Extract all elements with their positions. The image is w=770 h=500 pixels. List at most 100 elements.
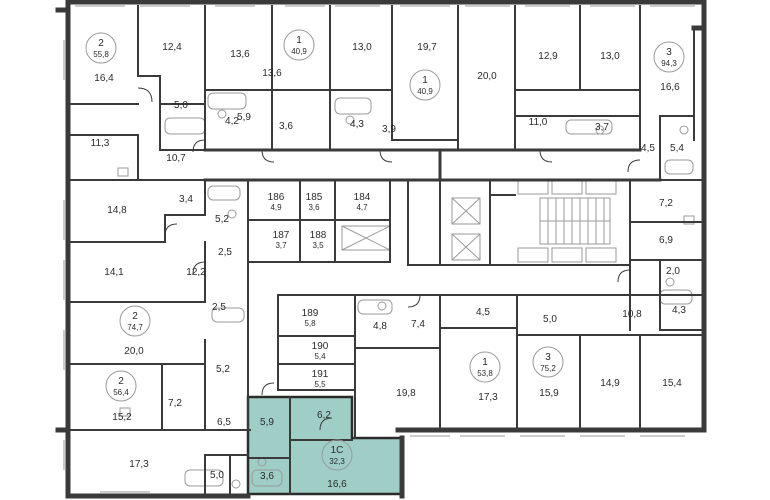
door-swings (137, 87, 641, 431)
storage-unit-area: 3,5 (312, 241, 324, 250)
apartment-marker (321, 439, 353, 471)
apartment-marker (85, 32, 117, 64)
room-area-label: 5,2 (215, 214, 229, 225)
storage-unit-area: 5,4 (314, 352, 326, 361)
stairs (539, 197, 611, 245)
apartment-total-area: 53,8 (477, 369, 493, 378)
room-area-label: 16,4 (94, 73, 114, 84)
apartment-room-count: 1 (422, 75, 428, 86)
room-area-label: 2,5 (212, 302, 226, 313)
storage-unit-area: 3,6 (308, 203, 320, 212)
room-area-label: 15,9 (539, 388, 559, 399)
apartment-total-area: 55,8 (93, 50, 109, 59)
apartment-room-count: 2 (98, 38, 104, 49)
apartment-total-area: 40,9 (291, 47, 307, 56)
room-area-label: 17,3 (478, 392, 498, 403)
apartment-marker (532, 346, 564, 378)
apartment-marker (105, 370, 137, 402)
room-area-label: 3,4 (179, 194, 193, 205)
room-area-label: 4,5 (641, 143, 655, 154)
room-area-label: 13,0 (352, 42, 372, 53)
room-area-label: 20,0 (477, 71, 497, 82)
room-area-label: 15,2 (112, 412, 132, 423)
storage-unit-number: 187 (273, 230, 290, 241)
room-area-label: 11,3 (91, 138, 110, 149)
apartment-marker (469, 351, 501, 383)
room-area-label: 10,7 (166, 153, 186, 164)
room-area-label: 14,9 (600, 378, 620, 389)
storage-unit-number: 188 (310, 230, 327, 241)
room-area-label: 4,2 (225, 116, 239, 127)
room-area-label: 15,4 (662, 378, 682, 389)
room-area-label: 4,8 (373, 321, 387, 332)
room-area-label: 19,8 (396, 388, 416, 399)
storage-unit-area: 5,5 (314, 380, 326, 389)
apartment-room-count: 2 (118, 376, 124, 387)
room-area-label: 13,6 (230, 49, 250, 60)
room-area-label: 5,4 (670, 143, 684, 154)
room-area-label: 5,0 (210, 470, 224, 481)
room-area-label: 6,2 (317, 410, 331, 421)
storage-unit-number: 185 (306, 192, 323, 203)
room-area-label: 2,5 (218, 247, 232, 258)
apartment-total-area: 75,2 (540, 364, 556, 373)
room-area-label: 3,9 (382, 124, 396, 135)
room-area-label: 6,5 (217, 417, 231, 428)
room-area-label: 4,3 (350, 119, 364, 130)
room-area-label: 11,0 (529, 117, 548, 128)
apartment-marker (283, 29, 315, 61)
storage-unit-area: 5,8 (304, 319, 316, 328)
room-area-label: 3,7 (595, 122, 609, 133)
apartment-room-count: 3 (666, 47, 672, 58)
apartment-room-count: 1С (331, 445, 344, 456)
room-area-label: 7,4 (411, 319, 425, 330)
room-area-label: 10,8 (622, 309, 642, 320)
storage-unit-area: 3,7 (275, 241, 287, 250)
walls (55, 0, 707, 499)
room-area-label: 16,6 (327, 479, 347, 490)
apartment-total-area: 74,7 (127, 323, 143, 332)
room-area-label: 5,9 (237, 112, 251, 123)
apartment-marker (653, 41, 685, 73)
room-area-label: 5,0 (543, 314, 557, 325)
room-area-label: 5,9 (260, 417, 274, 428)
apartment-room-count: 2 (132, 311, 138, 322)
apartment-total-area: 32,3 (329, 457, 345, 466)
room-area-label: 3,6 (279, 121, 293, 132)
apartment-total-area: 56,4 (113, 388, 129, 397)
room-area-label: 6,9 (659, 235, 673, 246)
storage-unit-number: 190 (312, 341, 329, 352)
apartment-total-area: 40,9 (417, 87, 433, 96)
room-area-label: 4,5 (476, 307, 490, 318)
storage-unit-number: 184 (354, 192, 371, 203)
room-area-label: 13,0 (600, 51, 620, 62)
room-area-label: 14,8 (107, 205, 127, 216)
room-area-label: 7,2 (659, 198, 673, 209)
room-area-label: 13,6 (262, 68, 282, 79)
room-area-label: 14,1 (104, 267, 124, 278)
storage-unit-number: 191 (312, 369, 329, 380)
room-area-label: 12,4 (162, 42, 182, 53)
apartment-room-count: 1 (296, 35, 302, 46)
storage-unit-number: 189 (302, 308, 319, 319)
room-area-label: 16,6 (660, 82, 680, 93)
apartment-room-count: 3 (545, 352, 551, 363)
room-area-label: 12,9 (538, 51, 558, 62)
room-area-label: 3,6 (260, 471, 274, 482)
room-area-label: 4,3 (672, 305, 686, 316)
storage-unit-area: 4,7 (356, 203, 368, 212)
room-area-label: 12,2 (186, 267, 206, 278)
apartment-marker (119, 305, 151, 337)
room-area-label: 5,0 (174, 100, 188, 111)
room-area-label: 2,0 (666, 266, 680, 277)
room-area-label: 17,3 (129, 459, 149, 470)
apartment-marker (409, 69, 441, 101)
apartment-total-area: 94,3 (661, 59, 677, 68)
room-area-label: 7,2 (168, 398, 182, 409)
storage-unit-number: 186 (268, 192, 285, 203)
storage-unit-area: 4,9 (270, 203, 282, 212)
apartment-room-count: 1 (482, 357, 488, 368)
